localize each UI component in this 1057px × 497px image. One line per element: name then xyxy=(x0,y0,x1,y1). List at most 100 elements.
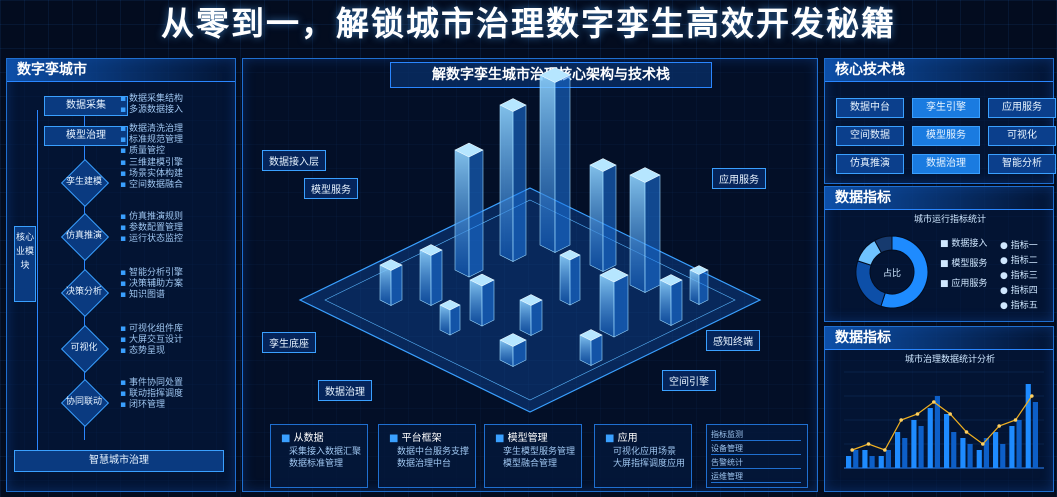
flow-node[interactable]: 数据采集 xyxy=(44,96,128,116)
stack-item[interactable]: 数据中台 xyxy=(836,98,904,118)
flow-decision[interactable]: 协同联动 xyxy=(60,378,110,428)
flow-decision-label: 可视化 xyxy=(70,343,98,353)
callout-label[interactable]: 数据接入层 xyxy=(262,150,326,171)
bar xyxy=(862,450,868,468)
flow-detail-item: 大屏交互设计 xyxy=(120,335,183,346)
bar xyxy=(902,438,908,468)
stack-panel-title: 核心技术栈 xyxy=(825,59,1053,82)
city-building xyxy=(599,267,629,338)
flow-detail-item: 联动指挥调度 xyxy=(120,389,183,400)
flow-decision[interactable]: 可视化 xyxy=(60,324,110,374)
callout-label[interactable]: 空间引擎 xyxy=(662,370,716,391)
bar xyxy=(911,420,917,468)
bar xyxy=(976,450,982,468)
stack-item[interactable]: 可视化 xyxy=(988,126,1056,146)
stack-item[interactable]: 孪生引擎 xyxy=(912,98,980,118)
flow-decision-label: 协同联动 xyxy=(65,397,102,407)
mini-table-row[interactable]: 运维管理 xyxy=(711,471,801,483)
city-building xyxy=(539,67,571,253)
info-card-line: 采集接入数据汇聚 xyxy=(289,447,362,457)
city-building xyxy=(439,299,461,336)
info-card-line: 孪生模型服务管理 xyxy=(503,447,576,457)
bar xyxy=(967,444,973,468)
stack-item[interactable]: 模型服务 xyxy=(912,126,980,146)
info-card-line: 模型融合管理 xyxy=(503,459,558,469)
bar-chart xyxy=(844,371,1044,469)
bar xyxy=(895,432,901,468)
bar xyxy=(1016,420,1022,468)
info-card-line: 数据治理中台 xyxy=(397,459,452,469)
flow-detail-list: 数据采集结构多源数据接入 xyxy=(120,94,183,116)
donut-slice xyxy=(873,235,893,254)
flow-detail-item: 仿真推演规则 xyxy=(120,212,183,223)
donut-slice xyxy=(880,235,929,309)
legend-item: ● 指标三 xyxy=(1000,271,1038,281)
trend-point xyxy=(915,412,920,416)
flow-detail-list: 事件协同处置联动指挥调度闭环管理 xyxy=(120,378,183,411)
stack-item[interactable]: 应用服务 xyxy=(988,98,1056,118)
callout-label[interactable]: 数据治理 xyxy=(318,380,372,401)
flow-detail-list: 三维建模引擎场景实体构建空间数据融合 xyxy=(120,158,183,191)
legend-item: ■ 应用服务 xyxy=(940,279,988,289)
stack-item[interactable]: 智能分析 xyxy=(988,154,1056,174)
trend-point xyxy=(981,442,985,446)
stack-item[interactable]: 仿真推演 xyxy=(836,154,904,174)
stack-item[interactable]: 空间数据 xyxy=(836,126,904,146)
bar xyxy=(951,432,957,468)
center-panel xyxy=(242,58,818,492)
flow-decision[interactable]: 决策分析 xyxy=(60,268,110,318)
flow-decision-label: 决策分析 xyxy=(65,287,102,297)
city-building xyxy=(559,249,581,306)
bar xyxy=(869,456,875,468)
mini-table-row[interactable]: 告警统计 xyxy=(711,457,801,469)
flow-axis-label: 核心业模块 xyxy=(14,226,36,302)
flow-decision-label: 孪生建模 xyxy=(65,177,102,187)
info-card-title: 平台框架 xyxy=(379,425,475,446)
mini-table-row[interactable]: 设备管理 xyxy=(711,443,801,455)
info-card-title: 从数据 xyxy=(271,425,367,446)
flow-detail-list: 可视化组件库大屏交互设计态势呈现 xyxy=(120,324,183,357)
bar xyxy=(1009,426,1015,468)
city-building xyxy=(469,273,495,327)
callout-label[interactable]: 应用服务 xyxy=(712,168,766,189)
flow-detail-item: 数据采集结构 xyxy=(120,94,183,105)
flow-detail-item: 数据清洗治理 xyxy=(120,124,183,135)
info-card-line: 大屏指挥调度应用 xyxy=(613,459,686,469)
legend-item: ● 指标五 xyxy=(1000,301,1038,311)
bar xyxy=(878,456,884,468)
flow-decision[interactable]: 仿真推演 xyxy=(60,212,110,262)
flow-decision[interactable]: 孪生建模 xyxy=(60,158,110,208)
flow-detail-item: 标准规范管理 xyxy=(120,135,183,146)
flow-detail-list: 智能分析引擎决策辅助方案知识图谱 xyxy=(120,268,183,301)
info-card-line: 数据中台服务支撑 xyxy=(397,447,470,457)
trend-point xyxy=(1030,394,1034,398)
left-panel-title: 数字孪城市 xyxy=(7,59,235,82)
flow-detail-item: 三维建模引擎 xyxy=(120,158,183,169)
legend-item: ● 指标四 xyxy=(1000,286,1038,296)
bar xyxy=(1025,384,1031,468)
callout-label[interactable]: 孪生底座 xyxy=(262,332,316,353)
trend-point xyxy=(948,412,952,416)
stack-item[interactable]: 数据治理 xyxy=(912,154,980,174)
callout-label[interactable]: 模型服务 xyxy=(304,178,358,199)
flow-detail-item: 决策辅助方案 xyxy=(120,279,183,290)
city-building xyxy=(579,329,603,366)
callout-label[interactable]: 感知终端 xyxy=(706,330,760,351)
legend-item: ● 指标二 xyxy=(1000,256,1038,266)
donut-chart: 占比 xyxy=(855,235,929,309)
city-building xyxy=(689,265,709,305)
mini-table-row[interactable]: 指标监测 xyxy=(711,429,801,441)
bar xyxy=(853,450,859,468)
flow-detail-item: 多源数据接入 xyxy=(120,105,183,116)
trend-point xyxy=(866,442,871,446)
trend-point xyxy=(899,418,903,422)
flow-detail-item: 智能分析引擎 xyxy=(120,268,183,279)
flow-detail-item: 事件协同处置 xyxy=(120,378,183,389)
flow-detail-list: 仿真推演规则参数配置管理运行状态监控 xyxy=(120,212,183,245)
city-building xyxy=(419,244,443,306)
